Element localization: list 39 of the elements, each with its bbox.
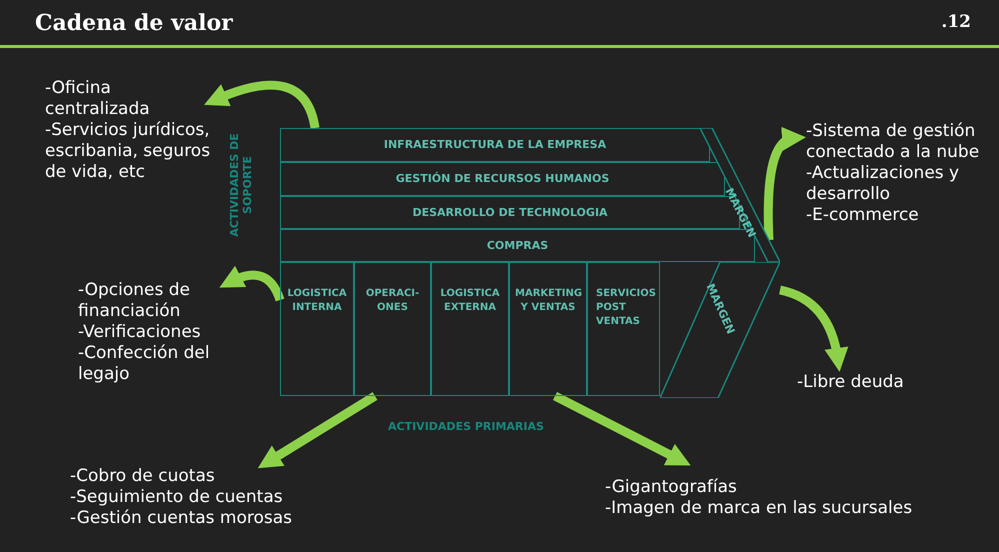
slide-title: Cadena de valor <box>35 10 233 36</box>
band-label: DESARROLLO DE TECHNOLOGIA <box>412 206 608 220</box>
arrow <box>552 392 691 466</box>
note-item: -Servicios jurídicos, escribania, seguros de vida, etc <box>45 120 212 183</box>
page-number: .12 <box>941 12 971 32</box>
band-label: INFRAESTRUCTURA DE LA EMPRESA <box>384 138 606 152</box>
column-label: OPERACI- ONES <box>364 287 420 315</box>
section-label: ACTIVIDADES PRIMARIAS <box>388 420 544 433</box>
primary-activity-column <box>431 262 509 396</box>
note-item: -Verificaciones <box>78 322 201 343</box>
note-item: -Actualizaciones y desarrollo <box>806 163 960 205</box>
support-activity-band <box>280 128 710 162</box>
arrow <box>204 80 320 129</box>
column-label: SERVICIOS POST VENTAS <box>596 287 654 329</box>
primary-activity-column <box>509 262 587 396</box>
note-item: -Cobro de cuotas <box>70 466 215 487</box>
note-item: -Oficina centralizada <box>45 78 151 120</box>
arrow <box>764 128 806 240</box>
note-item: -Confección del legajo <box>78 343 211 385</box>
note-item: -Opciones de financiación <box>78 280 191 322</box>
primary-activity-column <box>280 262 354 396</box>
primary-activity-column <box>354 262 431 396</box>
note-item: -Seguimiento de cuentas <box>70 487 283 508</box>
note-item: -Imagen de marca en las sucursales <box>605 498 912 519</box>
note-item: -Gestión cuentas morosas <box>70 508 292 529</box>
note-item: -E-commerce <box>806 205 919 226</box>
column-label: LOGISTICA INTERNA <box>286 287 348 315</box>
primary-activity-column <box>587 262 660 396</box>
arrow <box>258 392 378 468</box>
band-label: COMPRAS <box>486 238 548 252</box>
note-item: -Sistema de gestión conectado a la nube <box>806 121 980 163</box>
column-label: LOGISTICA EXTERNA <box>439 287 501 315</box>
section-label: ACTIVIDADES DE SOPORTE <box>228 132 254 239</box>
band-label: GESTIÓN DE RECURSOS HUMANOS <box>396 172 610 186</box>
note-item: -Gigantografías <box>605 477 737 498</box>
arrow <box>778 286 848 372</box>
note-item: -Libre deuda <box>797 372 904 393</box>
column-label: MARKETING Y VENTAS <box>515 287 581 315</box>
support-activity-band <box>280 162 725 196</box>
